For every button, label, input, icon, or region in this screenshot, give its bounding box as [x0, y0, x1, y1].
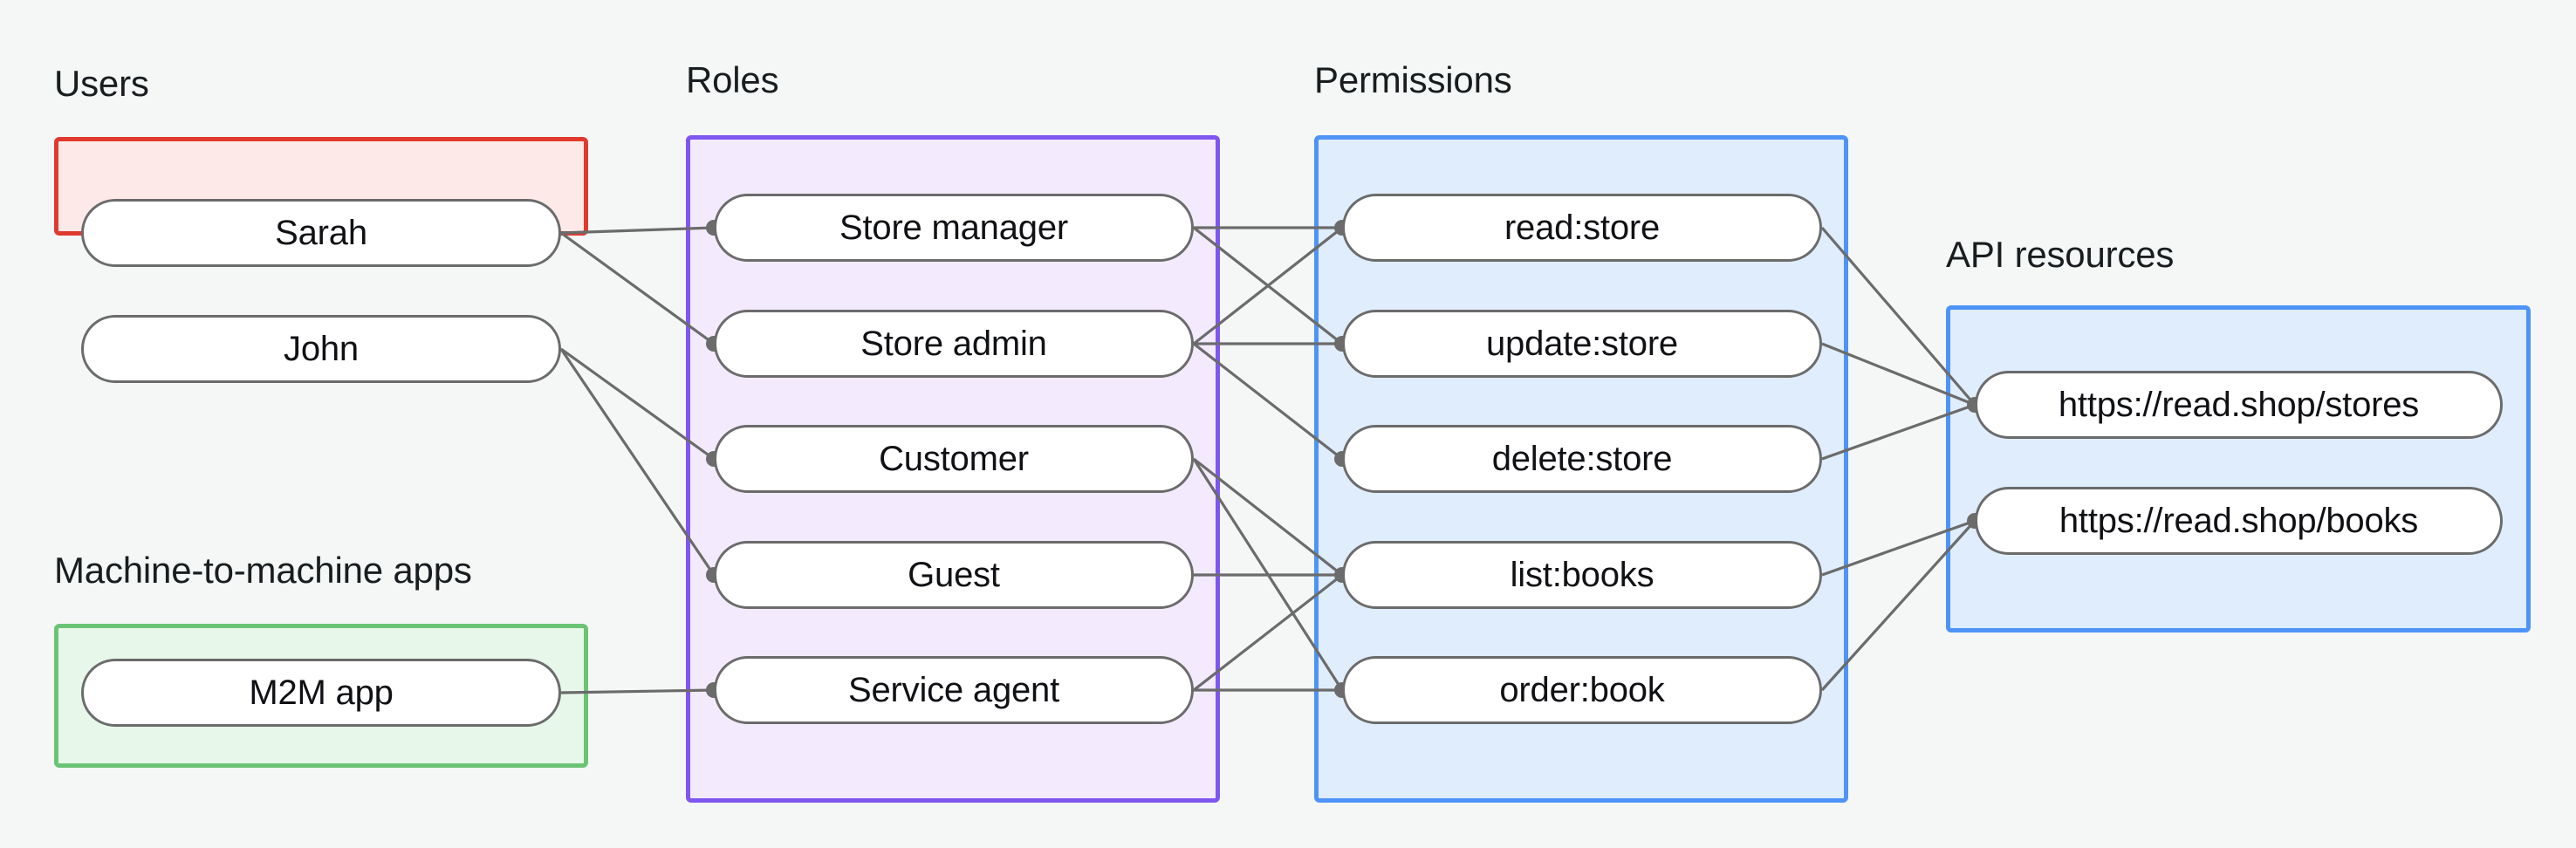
group-title-roles: Roles [686, 59, 779, 100]
node-guest[interactable]: Guest [714, 541, 1194, 609]
node-update-store[interactable]: update:store [1342, 310, 1822, 378]
group-title-users: Users [54, 63, 149, 104]
node-customer[interactable]: Customer [714, 425, 1194, 493]
node-store-manager[interactable]: Store manager [714, 194, 1194, 262]
node-john[interactable]: John [81, 315, 561, 383]
node-sarah[interactable]: Sarah [81, 199, 561, 267]
group-title-permissions: Permissions [1314, 59, 1512, 100]
node-service-agent[interactable]: Service agent [714, 656, 1194, 724]
node-res-stores[interactable]: https://read.shop/stores [1975, 371, 2503, 439]
node-delete-store[interactable]: delete:store [1342, 425, 1822, 493]
node-list-books[interactable]: list:books [1342, 541, 1822, 609]
group-title-api_resources: API resources [1946, 234, 2175, 275]
node-m2m-app[interactable]: M2M app [81, 659, 561, 727]
group-container-api [1946, 305, 2531, 633]
node-res-books[interactable]: https://read.shop/books [1975, 487, 2503, 555]
group-title-m2m: Machine-to-machine apps [54, 550, 472, 591]
node-store-admin[interactable]: Store admin [714, 310, 1194, 378]
node-order-book[interactable]: order:book [1342, 656, 1822, 724]
node-read-store[interactable]: read:store [1342, 194, 1822, 262]
